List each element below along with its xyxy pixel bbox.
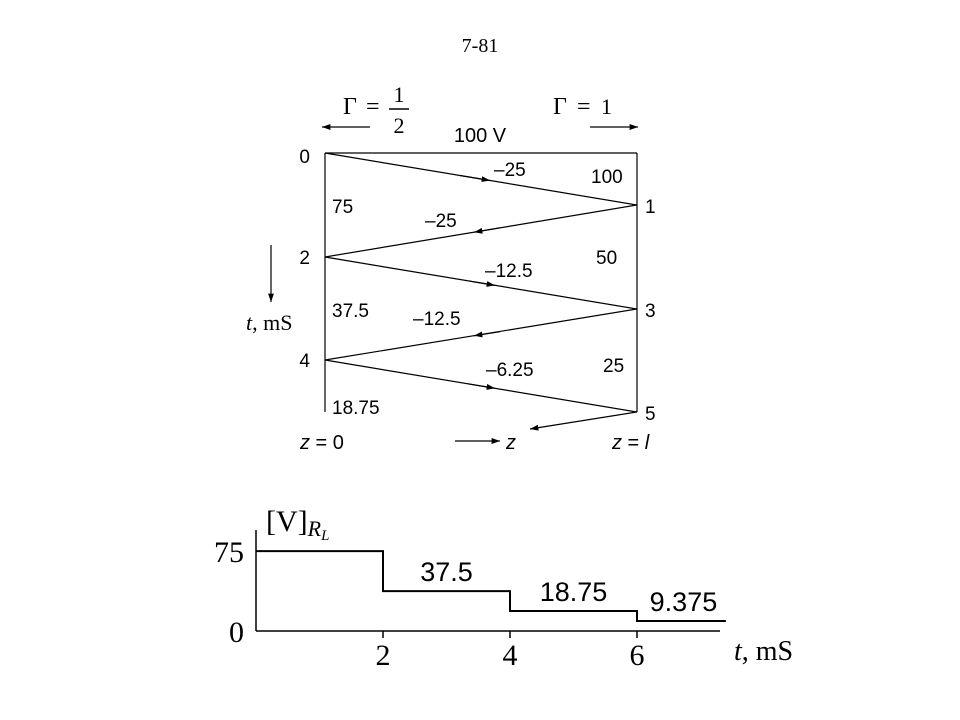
z-source-label: z = 0	[299, 432, 344, 454]
ylabel-sub: R	[307, 516, 322, 541]
x-tick-label: 2	[376, 639, 391, 672]
time-tick-3: 3	[645, 301, 656, 322]
load-end-voltage: 50	[596, 248, 617, 269]
z-load-label: z = l	[611, 432, 650, 454]
time-tick-4: 4	[299, 351, 310, 372]
gamma-equals: =	[366, 94, 380, 120]
wave-arrow-3	[469, 280, 496, 287]
load-voltage-chart: 2 4 6 75 0 37.5 18.75 9.375 [V]RL t, mS	[214, 505, 793, 672]
time-axis-label: t, mS	[246, 310, 292, 335]
y-tick-label: 75	[214, 536, 244, 569]
ylabel-main: [V]	[266, 505, 308, 538]
source-end-voltage: 18.75	[332, 398, 380, 419]
wave-arrow-5	[467, 383, 496, 390]
z-var: z	[611, 432, 622, 454]
time-tick-2: 2	[299, 248, 310, 269]
gamma-load-label: Γ = 1	[553, 94, 612, 120]
lattice-diagram: Γ = 1 2 Γ = 1 100 V 0	[246, 82, 656, 454]
xlabel-var: t	[734, 636, 743, 667]
wave-arrow-4	[473, 331, 501, 338]
x-tick-label: 4	[503, 639, 518, 672]
gamma-denominator: 2	[394, 113, 405, 138]
z-length: l	[645, 432, 650, 454]
load-end-voltage: 25	[603, 356, 624, 377]
z-axis-label: z	[505, 432, 516, 454]
ylabel-subsub: L	[320, 528, 329, 544]
series-line	[256, 550, 726, 622]
step-value-label: 9.375	[650, 587, 718, 617]
wave-arrow-2	[473, 227, 501, 234]
gamma-value: 1	[601, 94, 612, 119]
x-tick-label: 6	[630, 639, 645, 672]
z-var: z	[299, 432, 310, 454]
svg-text:t, mS: t, mS	[246, 310, 292, 335]
source-end-voltage: 75	[332, 197, 353, 218]
time-tick-5: 5	[645, 404, 656, 425]
step-value-label: 37.5	[420, 557, 473, 587]
gamma-symbol: Γ	[553, 94, 567, 120]
z-equals-zero: = 0	[310, 432, 344, 454]
source-voltage-label: 100 V	[454, 125, 507, 147]
step-value-label: 18.75	[540, 577, 608, 607]
time-unit: , mS	[252, 310, 292, 335]
wave-label: –12.5	[413, 309, 461, 330]
slide-number: 7-81	[462, 35, 499, 57]
wave-arrow-1	[459, 174, 491, 183]
gamma-equals: =	[577, 94, 591, 120]
time-var: t	[246, 310, 253, 335]
y-tick-label: 0	[229, 616, 244, 649]
z-equals: =	[622, 432, 645, 454]
gamma-numerator: 1	[394, 82, 405, 107]
gamma-source-label: Γ = 1 2	[343, 82, 409, 138]
svg-text:[V]RL: [V]RL	[266, 505, 329, 544]
wave-label: –6.25	[486, 360, 534, 381]
time-tick-1: 1	[645, 197, 656, 218]
time-tick-0: 0	[299, 147, 310, 168]
wave-label: –25	[494, 160, 526, 181]
wave-label: –12.5	[485, 261, 533, 282]
wave-path-5-out	[529, 411, 638, 431]
wave-label: –25	[425, 211, 457, 232]
svg-text:t, mS: t, mS	[734, 636, 793, 667]
y-axis-label: [V]RL	[266, 505, 329, 544]
gamma-symbol: Γ	[343, 94, 357, 120]
xlabel-unit: , mS	[742, 636, 793, 667]
source-end-voltage: 37.5	[332, 301, 369, 322]
load-end-voltage: 100	[591, 167, 623, 188]
x-axis-label: t, mS	[734, 636, 793, 667]
